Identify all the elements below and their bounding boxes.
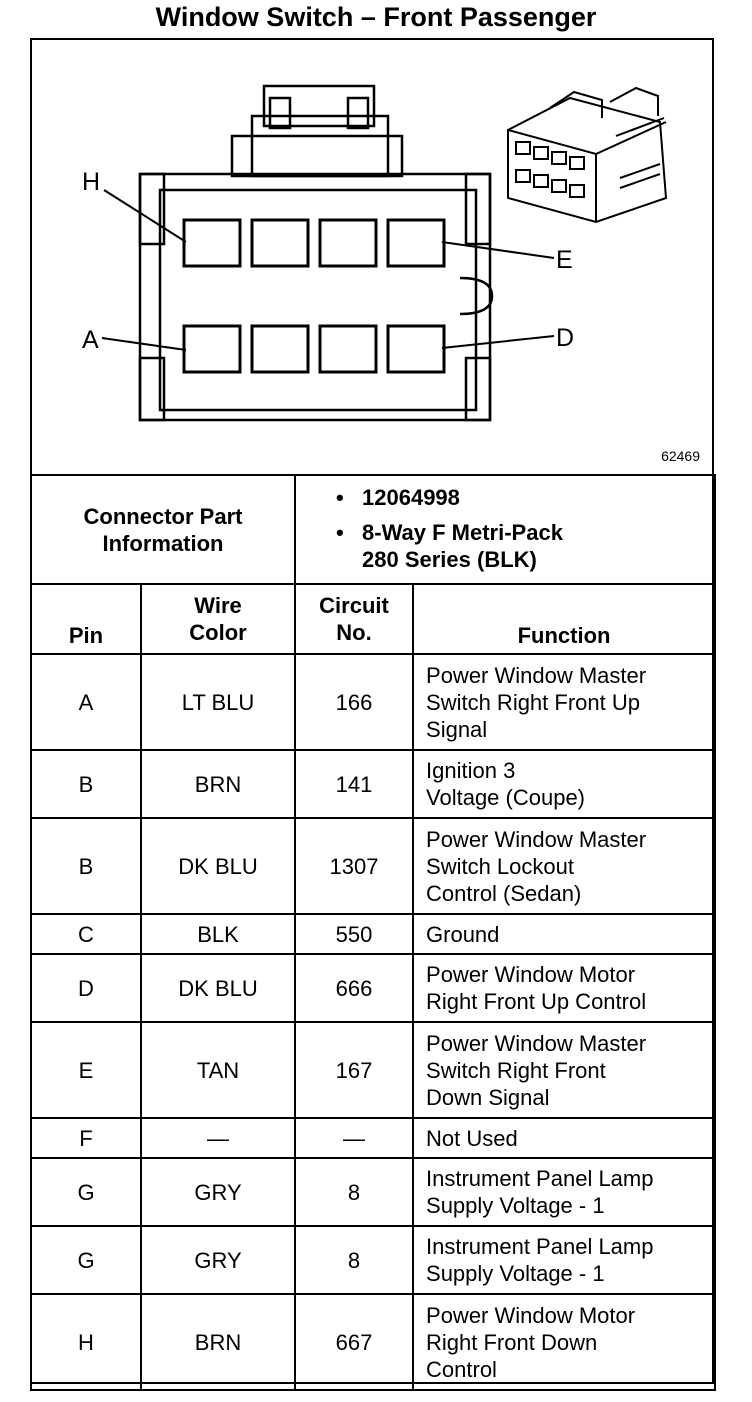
wire-color-cell: BRN bbox=[139, 749, 297, 819]
function-line: Power Window Master bbox=[426, 1030, 647, 1056]
connector-part-info-label: Connector Part Information bbox=[83, 503, 243, 556]
pin-cell: B bbox=[30, 817, 142, 915]
function-line: Ground bbox=[426, 921, 500, 947]
connector-part-info-header: Connector Part Information bbox=[29, 474, 297, 585]
function-line: Instrument Panel Lamp bbox=[426, 1166, 654, 1191]
circuit-cell: 166 bbox=[294, 653, 415, 751]
circuit-cell: 667 bbox=[294, 1293, 415, 1391]
function-cell: Not Used bbox=[412, 1117, 717, 1159]
wire-color-cell: BRN bbox=[139, 1293, 297, 1391]
circuit-cell: 8 bbox=[294, 1157, 415, 1227]
circuit-cell: 1307 bbox=[294, 817, 415, 915]
connector-description-1: 8-Way F Metri-Pack bbox=[362, 520, 563, 545]
function-line: Supply Voltage - 1 bbox=[426, 1193, 605, 1218]
wire-color-cell: — bbox=[139, 1117, 297, 1159]
pin-label-a: A bbox=[82, 326, 99, 354]
function-line: Switch Right Front bbox=[426, 1057, 606, 1083]
connector-table: Connector Part Information •12064998 •8-… bbox=[29, 474, 717, 1391]
pin-cell: G bbox=[30, 1157, 142, 1227]
function-line: Supply Voltage - 1 bbox=[426, 1261, 605, 1286]
function-line: Signal bbox=[426, 716, 488, 742]
figure-number: 62469 bbox=[661, 448, 700, 464]
connector-isometric-sketch bbox=[507, 86, 668, 224]
function-line: Right Front Down bbox=[426, 1329, 598, 1355]
table-row: F——Not Used bbox=[30, 1117, 717, 1159]
function-line: Switch Lockout bbox=[426, 853, 574, 879]
pin-cell: H bbox=[30, 1293, 142, 1391]
function-line: Power Window Motor bbox=[426, 1302, 636, 1328]
circuit-cell: — bbox=[294, 1117, 415, 1159]
wire-color-cell: GRY bbox=[139, 1225, 297, 1295]
function-line: Instrument Panel Lamp bbox=[426, 1234, 654, 1259]
wire-color-cell: TAN bbox=[139, 1021, 297, 1119]
pin-cell: A bbox=[30, 653, 142, 751]
circuit-cell: 141 bbox=[294, 749, 415, 819]
function-line: Down Signal bbox=[426, 1084, 550, 1110]
col-header-function: Function bbox=[412, 583, 717, 655]
pin-cell: C bbox=[30, 913, 142, 955]
col-header-circuit: Circuit No. bbox=[294, 583, 415, 655]
part-number: 12064998 bbox=[362, 485, 460, 510]
pin-label-h: H bbox=[82, 168, 100, 196]
function-cell: Ground bbox=[412, 913, 717, 955]
col-header-pin: Pin bbox=[30, 583, 142, 655]
wire-color-cell: LT BLU bbox=[139, 653, 297, 751]
circuit-cell: 666 bbox=[294, 953, 415, 1023]
function-line: Power Window Motor bbox=[426, 962, 636, 987]
wire-color-cell: GRY bbox=[139, 1157, 297, 1227]
wire-color-cell: DK BLU bbox=[139, 817, 297, 915]
function-line: Ignition 3 bbox=[426, 758, 516, 783]
wire-color-cell: BLK bbox=[139, 913, 297, 955]
pin-cell: G bbox=[30, 1225, 142, 1295]
connector-diagram: H E A D 62469 bbox=[30, 38, 714, 474]
circuit-cell: 167 bbox=[294, 1021, 415, 1119]
function-line: Control bbox=[426, 1356, 497, 1382]
function-line: Voltage (Coupe) bbox=[426, 785, 586, 810]
circuit-cell: 8 bbox=[294, 1225, 415, 1295]
pin-cell: D bbox=[30, 953, 142, 1023]
function-line: Right Front Up Control bbox=[426, 989, 647, 1014]
connector-part-info-values: •12064998 •8-Way F Metri-Pack 280 Series… bbox=[294, 474, 717, 585]
function-line: Power Window Master bbox=[426, 662, 647, 688]
circuit-cell: 550 bbox=[294, 913, 415, 955]
pin-cell: E bbox=[30, 1021, 142, 1119]
pin-label-d: D bbox=[556, 324, 574, 352]
pin-cell: B bbox=[30, 749, 142, 819]
table-header-row: Pin Wire Color Circuit No. Function bbox=[30, 583, 717, 655]
col-header-wire-color: Wire Color bbox=[139, 583, 297, 655]
connector-description-2: 280 Series (BLK) bbox=[362, 547, 537, 572]
pin-label-e: E bbox=[556, 246, 573, 274]
pin-cavities bbox=[182, 218, 446, 374]
pin-cell: F bbox=[30, 1117, 142, 1159]
connector-info-row: Connector Part Information •12064998 •8-… bbox=[29, 474, 717, 585]
function-line: Not Used bbox=[426, 1125, 518, 1151]
function-line: Power Window Master bbox=[426, 826, 647, 852]
connector-face-drawing: H E A D bbox=[82, 84, 668, 422]
page-title: Window Switch – Front Passenger bbox=[155, 2, 597, 32]
function-line: Switch Right Front Up bbox=[426, 689, 640, 715]
function-line: Control (Sedan) bbox=[426, 880, 582, 906]
wire-color-cell: DK BLU bbox=[139, 953, 297, 1023]
